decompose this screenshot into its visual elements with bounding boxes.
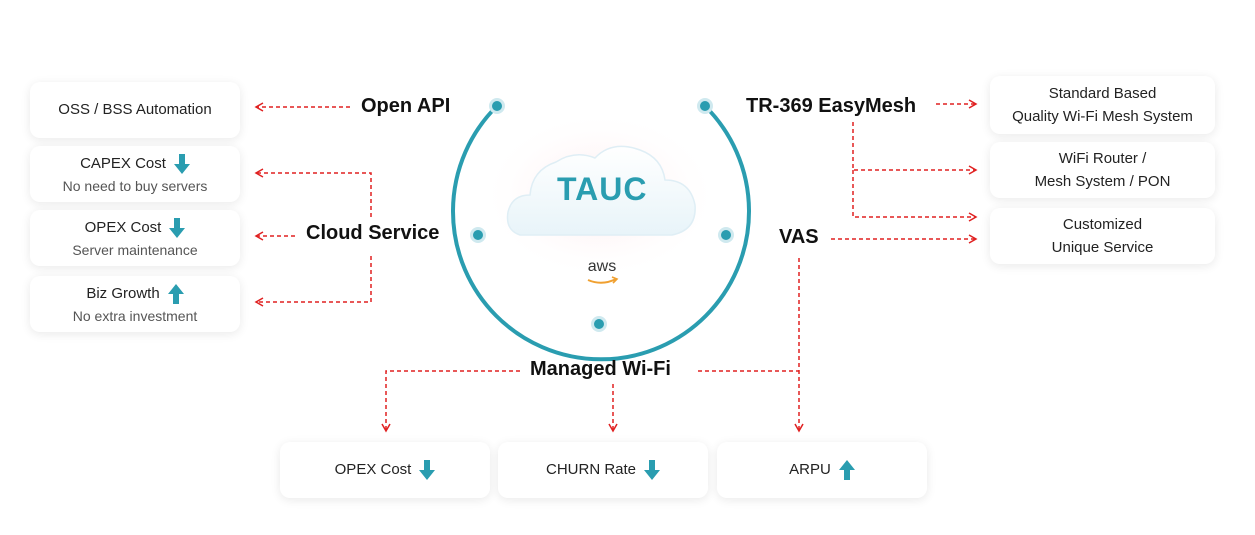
ring-node-tr369: [697, 98, 713, 114]
left-box-subtitle: No need to buy servers: [62, 178, 208, 194]
ring-node-vas: [718, 227, 734, 243]
left-box-title: OSS / BSS Automation: [58, 101, 212, 118]
right-box-customized: Customized Unique Service: [990, 208, 1215, 264]
connector-tr369-customized: [852, 170, 978, 222]
ring-node-cloud-service: [470, 227, 486, 243]
arrow-up-icon: [838, 460, 855, 480]
left-box-subtitle: Server maintenance: [72, 242, 198, 258]
left-box-opex: OPEX Cost Server maintenance: [30, 210, 240, 266]
center-title: TAUC: [557, 171, 648, 207]
connector-cloud-service-biz: [254, 256, 372, 307]
left-box-capex: CAPEX Cost No need to buy servers: [30, 146, 240, 202]
connector-managed-wifi-opex: [381, 370, 520, 433]
bottom-box-churn: CHURN Rate: [498, 442, 708, 498]
left-box-subtitle: No extra investment: [72, 308, 198, 324]
bottom-box-title: OPEX Cost: [334, 461, 412, 478]
ring-node-open-api: [489, 98, 505, 114]
right-box-line2: Mesh System / PON: [1034, 173, 1171, 190]
connector-tr369-router: [852, 122, 978, 175]
right-box-standard-based: Standard Based Quality Wi-Fi Mesh System: [990, 76, 1215, 134]
left-box-title: CAPEX Cost: [80, 155, 166, 172]
hub-tr369: TR-369 EasyMesh: [746, 95, 917, 117]
left-box-biz-growth: Biz Growth No extra investment: [30, 276, 240, 332]
aws-smile-tip-icon: [611, 276, 619, 284]
bottom-box-title: CHURN Rate: [545, 461, 636, 478]
hub-cloud-service: Cloud Service: [306, 222, 440, 244]
right-box-line1: WiFi Router /: [1058, 150, 1147, 167]
right-box-wifi-router: WiFi Router / Mesh System / PON: [990, 142, 1215, 198]
hub-managed-wifi: Managed Wi-Fi: [530, 358, 671, 380]
bottom-box-opex: OPEX Cost: [280, 442, 490, 498]
right-box-line2: Unique Service: [1051, 239, 1154, 256]
right-box-line2: Quality Wi-Fi Mesh System: [1012, 108, 1193, 125]
connector-cloud-service-capex: [254, 168, 372, 217]
right-box-line1: Standard Based: [1048, 85, 1157, 102]
platform-ring: [451, 104, 751, 362]
left-box-oss-bss: OSS / BSS Automation: [30, 82, 240, 138]
arrow-down-icon: [173, 154, 190, 174]
arrow-down-icon: [169, 218, 186, 238]
hub-vas: VAS: [779, 226, 819, 248]
hub-open-api: Open API: [361, 95, 451, 117]
aws-smile-icon: [587, 278, 617, 284]
left-box-title: Biz Growth: [86, 285, 160, 302]
bottom-box-title: ARPU: [789, 461, 831, 478]
cloud-provider-label: aws: [587, 258, 617, 275]
cloud-icon: [506, 145, 696, 236]
bottom-box-arpu: ARPU: [717, 442, 927, 498]
arrow-up-icon: [167, 284, 184, 304]
arrow-down-icon: [644, 460, 660, 480]
left-box-title: OPEX Cost: [84, 219, 162, 236]
ring-node-managed-wifi: [591, 316, 607, 332]
arrow-down-icon: [419, 460, 436, 480]
right-box-line1: Customized: [1062, 216, 1143, 233]
